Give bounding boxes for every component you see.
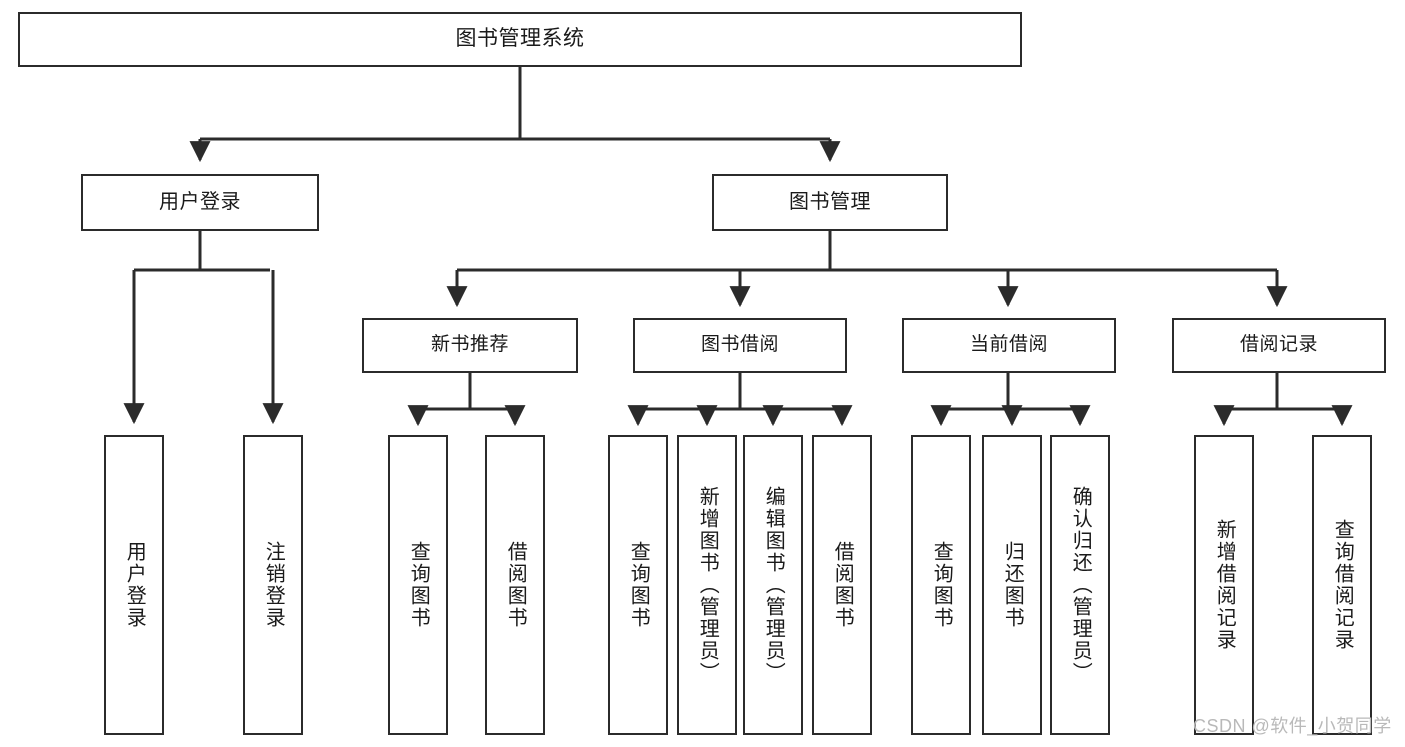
node-borrow-record[interactable]: 借阅记录 [1172,318,1386,373]
node-new-book-recommend-label: 新书推荐 [430,334,509,356]
node-leaf-user-login[interactable]: 用户登录 [104,435,164,735]
node-book-borrow-label: 图书借阅 [700,334,779,356]
node-leaf-user-logout-label: 注销登录 [262,541,285,629]
node-leaf-query-book-recommend-label: 查询图书 [407,541,430,629]
node-leaf-query-book-recommend[interactable]: 查询图书 [388,435,448,735]
node-book-borrow[interactable]: 图书借阅 [633,318,847,373]
node-leaf-edit-book-admin-label: 编辑图书（管理员） [762,486,785,684]
node-leaf-query-book-borrow[interactable]: 查询图书 [608,435,668,735]
node-leaf-borrow-book-recommend[interactable]: 借阅图书 [485,435,545,735]
node-leaf-query-book-borrow-label: 查询图书 [627,541,650,629]
node-user-login[interactable]: 用户登录 [81,174,319,231]
node-leaf-query-book-current-label: 查询图书 [930,541,953,629]
node-leaf-user-logout[interactable]: 注销登录 [243,435,303,735]
node-leaf-user-login-label: 用户登录 [123,541,146,629]
node-leaf-add-borrow-record-label: 新增借阅记录 [1213,519,1236,651]
csdn-watermark: CSDN @软件_小贺同学 [1193,716,1392,736]
node-leaf-edit-book-admin[interactable]: 编辑图书（管理员） [743,435,803,735]
node-leaf-borrow-book[interactable]: 借阅图书 [812,435,872,735]
node-leaf-query-borrow-record-label: 查询借阅记录 [1331,519,1354,651]
node-leaf-add-book-admin-label: 新增图书（管理员） [696,486,719,684]
node-leaf-borrow-book-recommend-label: 借阅图书 [504,541,527,629]
node-current-borrow[interactable]: 当前借阅 [902,318,1116,373]
node-leaf-confirm-return-admin[interactable]: 确认归还（管理员） [1050,435,1110,735]
node-book-management-label: 图书管理 [789,190,871,213]
node-leaf-query-borrow-record[interactable]: 查询借阅记录 [1312,435,1372,735]
node-new-book-recommend[interactable]: 新书推荐 [362,318,578,373]
node-leaf-return-book[interactable]: 归还图书 [982,435,1042,735]
node-root-label: 图书管理系统 [455,27,585,51]
node-leaf-add-borrow-record[interactable]: 新增借阅记录 [1194,435,1254,735]
node-user-login-label: 用户登录 [159,190,241,213]
node-leaf-return-book-label: 归还图书 [1001,541,1024,629]
node-current-borrow-label: 当前借阅 [969,334,1048,356]
node-leaf-add-book-admin[interactable]: 新增图书（管理员） [677,435,737,735]
node-borrow-record-label: 借阅记录 [1239,334,1318,356]
node-root[interactable]: 图书管理系统 [18,12,1022,67]
node-leaf-query-book-current[interactable]: 查询图书 [911,435,971,735]
node-leaf-confirm-return-admin-label: 确认归还（管理员） [1069,486,1092,684]
node-book-management[interactable]: 图书管理 [712,174,948,231]
node-leaf-borrow-book-label: 借阅图书 [831,541,854,629]
